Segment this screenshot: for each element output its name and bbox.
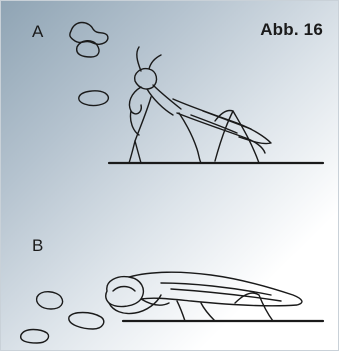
insect-b <box>106 272 302 321</box>
insect-a <box>129 47 271 163</box>
droppings-a <box>70 23 109 106</box>
droppings-b <box>21 292 104 343</box>
